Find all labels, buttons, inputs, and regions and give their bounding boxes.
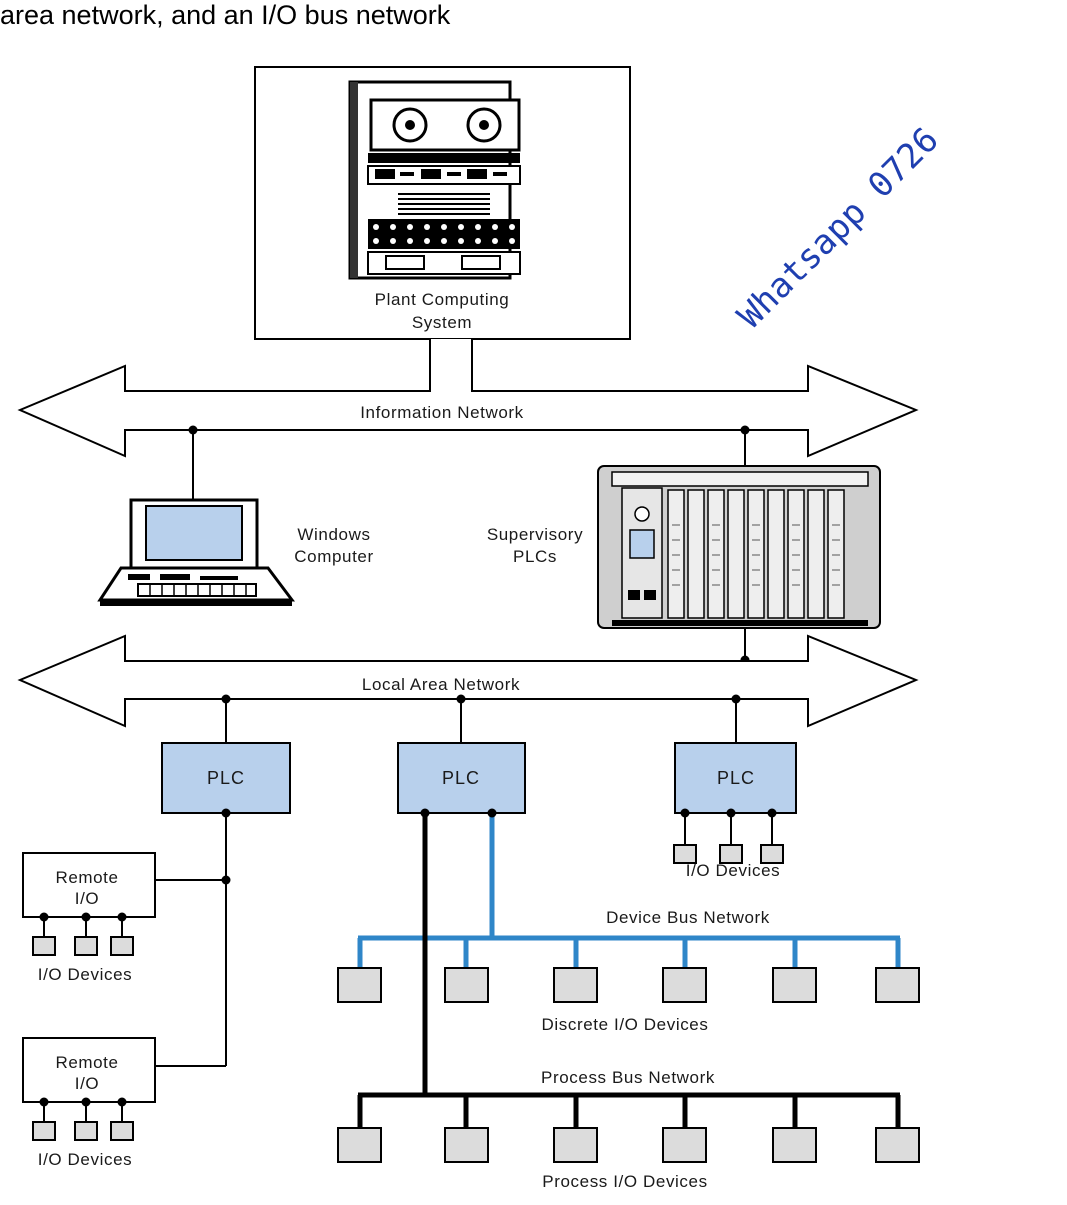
discrete-io-device <box>875 967 920 1003</box>
supervisory-label-line2: PLCs <box>513 547 557 566</box>
device-bus-network <box>337 808 920 1003</box>
right-io-devices-label: I/O Devices <box>686 861 780 880</box>
discrete-io-device <box>772 967 817 1003</box>
local-area-network-arrow <box>17 634 919 728</box>
supervisory-label-line1: Supervisory <box>487 525 583 544</box>
plc-label: PLC <box>442 768 480 788</box>
laptop-icon <box>97 498 295 606</box>
process-io-devices-label: Process I/O Devices <box>542 1172 707 1191</box>
plant-computing-system: Plant Computing System <box>254 66 631 340</box>
mainframe-icon <box>348 80 521 280</box>
connection-node <box>188 425 198 435</box>
information-network-label: Information Network <box>360 403 524 422</box>
process-io-device <box>553 1127 598 1163</box>
io-device <box>110 936 134 956</box>
remote-io-lower: Remote I/O I/O Devices <box>22 1037 156 1169</box>
plc-right: PLC <box>674 742 797 814</box>
remote-io-devices-label: I/O Devices <box>38 1150 132 1169</box>
plant-label-line2: System <box>412 313 472 332</box>
windows-label-line2: Computer <box>294 547 373 566</box>
process-io-device <box>662 1127 707 1163</box>
discrete-io-devices-label: Discrete I/O Devices <box>542 1015 709 1034</box>
connection-node <box>456 694 466 704</box>
io-device <box>74 936 98 956</box>
right-plc-io-devices: I/O Devices <box>673 808 784 880</box>
connection-node <box>731 694 741 704</box>
windows-label-line1: Windows <box>297 525 370 544</box>
process-io-device <box>875 1127 920 1163</box>
remote-io-upper: Remote I/O I/O Devices <box>22 852 156 984</box>
discrete-io-device <box>662 967 707 1003</box>
process-io-device <box>772 1127 817 1163</box>
plc-center: PLC <box>397 742 526 814</box>
process-bus-network-label: Process Bus Network <box>541 1068 715 1087</box>
discrete-io-device <box>337 967 382 1003</box>
supervisory-plc-rack-icon <box>597 465 881 629</box>
remote-io-label-line1: Remote <box>55 1053 118 1072</box>
io-device <box>760 844 784 864</box>
local-area-network-label: Local Area Network <box>362 675 520 694</box>
heading: area network, and an I/O bus network <box>0 0 451 30</box>
io-device <box>32 936 56 956</box>
connection-node <box>221 694 231 704</box>
process-io-device <box>337 1127 382 1163</box>
remote-io-label-line2: I/O <box>75 889 99 908</box>
plc-left: PLC <box>161 742 291 814</box>
plc-label: PLC <box>717 768 755 788</box>
plc-label: PLC <box>207 768 245 788</box>
io-device <box>719 844 743 864</box>
connection-node <box>740 425 750 435</box>
io-device <box>74 1121 98 1141</box>
io-device <box>673 844 697 864</box>
discrete-io-device <box>553 967 598 1003</box>
io-device <box>110 1121 134 1141</box>
watermark: Whatsapp 0726 <box>730 120 946 336</box>
information-network-arrow <box>17 339 919 458</box>
remote-io-devices-label: I/O Devices <box>38 965 132 984</box>
remote-io-label-line2: I/O <box>75 1074 99 1093</box>
device-bus-network-label: Device Bus Network <box>606 908 770 927</box>
io-device <box>32 1121 56 1141</box>
process-io-device <box>444 1127 489 1163</box>
remote-io-label-line1: Remote <box>55 868 118 887</box>
plant-label-line1: Plant Computing <box>375 290 510 309</box>
process-bus-network <box>337 808 920 1163</box>
discrete-io-device <box>444 967 489 1003</box>
